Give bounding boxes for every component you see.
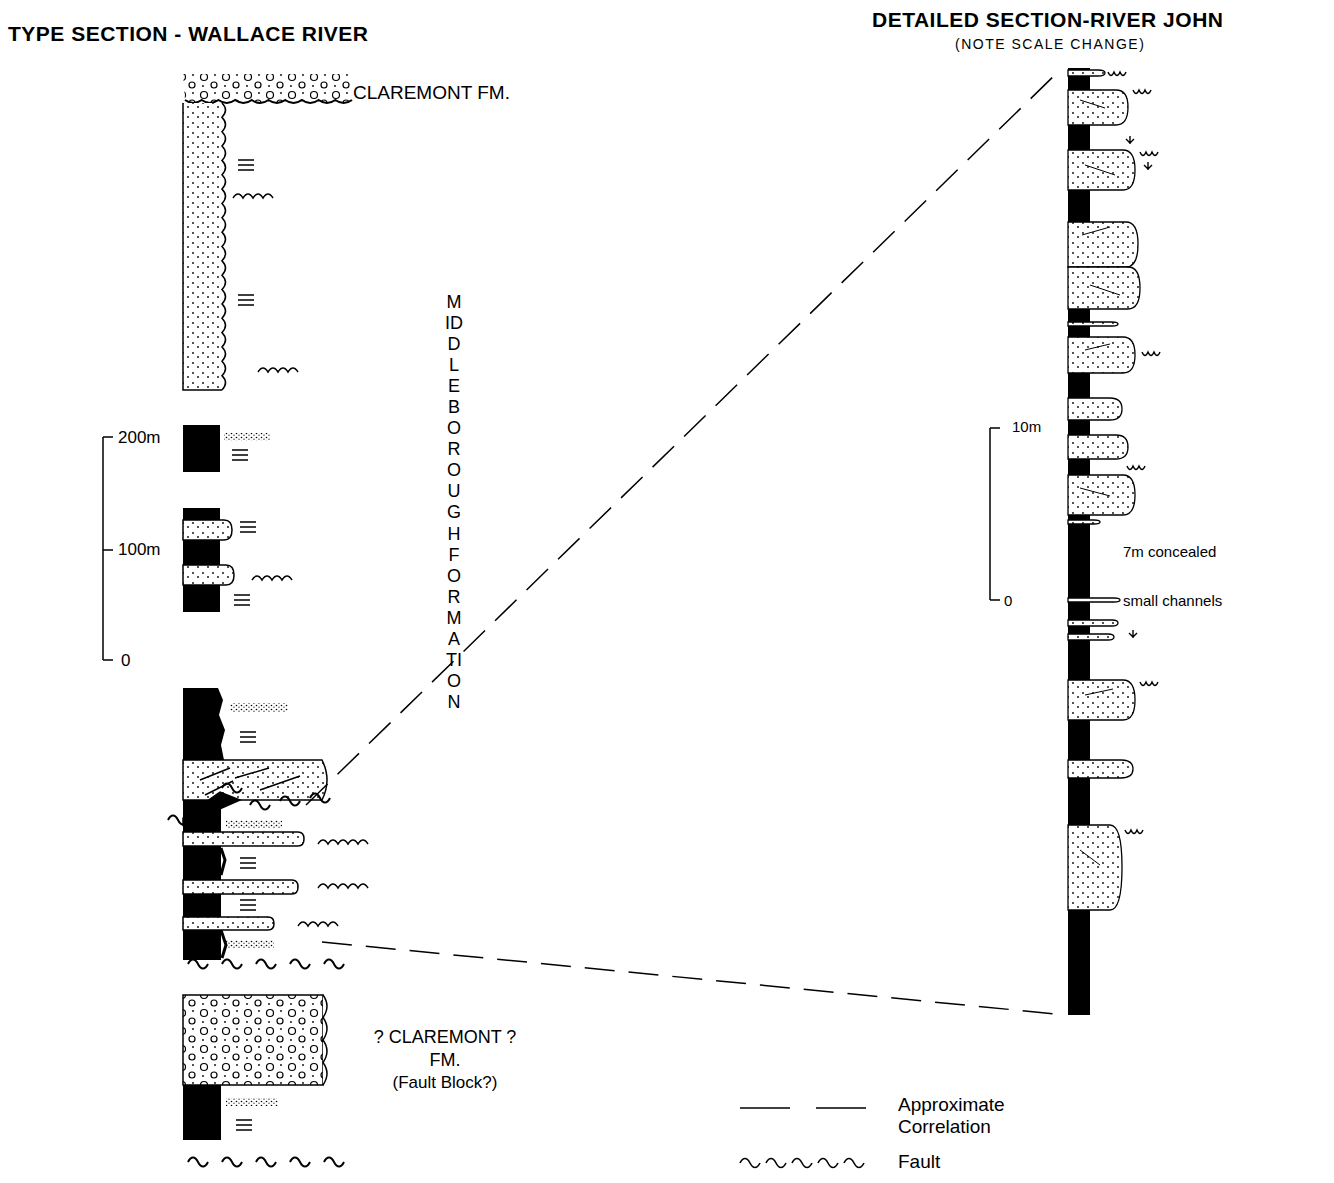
detailed-column [1068,68,1140,1015]
section-label: 0 [121,651,130,671]
ripple-symbols [1108,72,1160,834]
section-label: 0 [1004,592,1012,609]
claremont-top [183,74,352,103]
sedimentary-symbols [232,160,368,1130]
thin-sandstones [183,832,304,930]
fault-marks [168,784,344,1167]
section-label: 200m [118,428,161,448]
section-label: (NOTE SCALE CHANGE) [955,36,1145,52]
section-label: CLAREMONT FM. [353,82,510,104]
section-label: 100m [118,540,161,560]
sandstone-upper [183,103,226,390]
section-label: FM. [355,1050,535,1071]
section-label: 7m concealed [1123,543,1216,560]
legend-text: Approximate Correlation [898,1094,1058,1138]
crossbedded-sandstone [183,760,327,825]
section-label: DETAILED SECTION-RIVER JOHN [872,8,1223,32]
section-label: small channels [1123,592,1222,609]
section-label: 10m [1012,418,1041,435]
legend-text: Fault [898,1151,940,1173]
section-label: (Fault Block?) [355,1073,535,1093]
claremont-fault-block [183,995,327,1085]
scale-bar-right [990,428,1000,600]
scale-bar-left [103,437,113,660]
legend-samples [740,1108,868,1168]
section-label: ? CLAREMONT ? [355,1027,535,1048]
section-label: TYPE SECTION - WALLACE RIVER [8,22,369,46]
correlation-lines [306,70,1066,1015]
section-label: MIDDLEBOROUGH FORMATION [445,292,463,713]
